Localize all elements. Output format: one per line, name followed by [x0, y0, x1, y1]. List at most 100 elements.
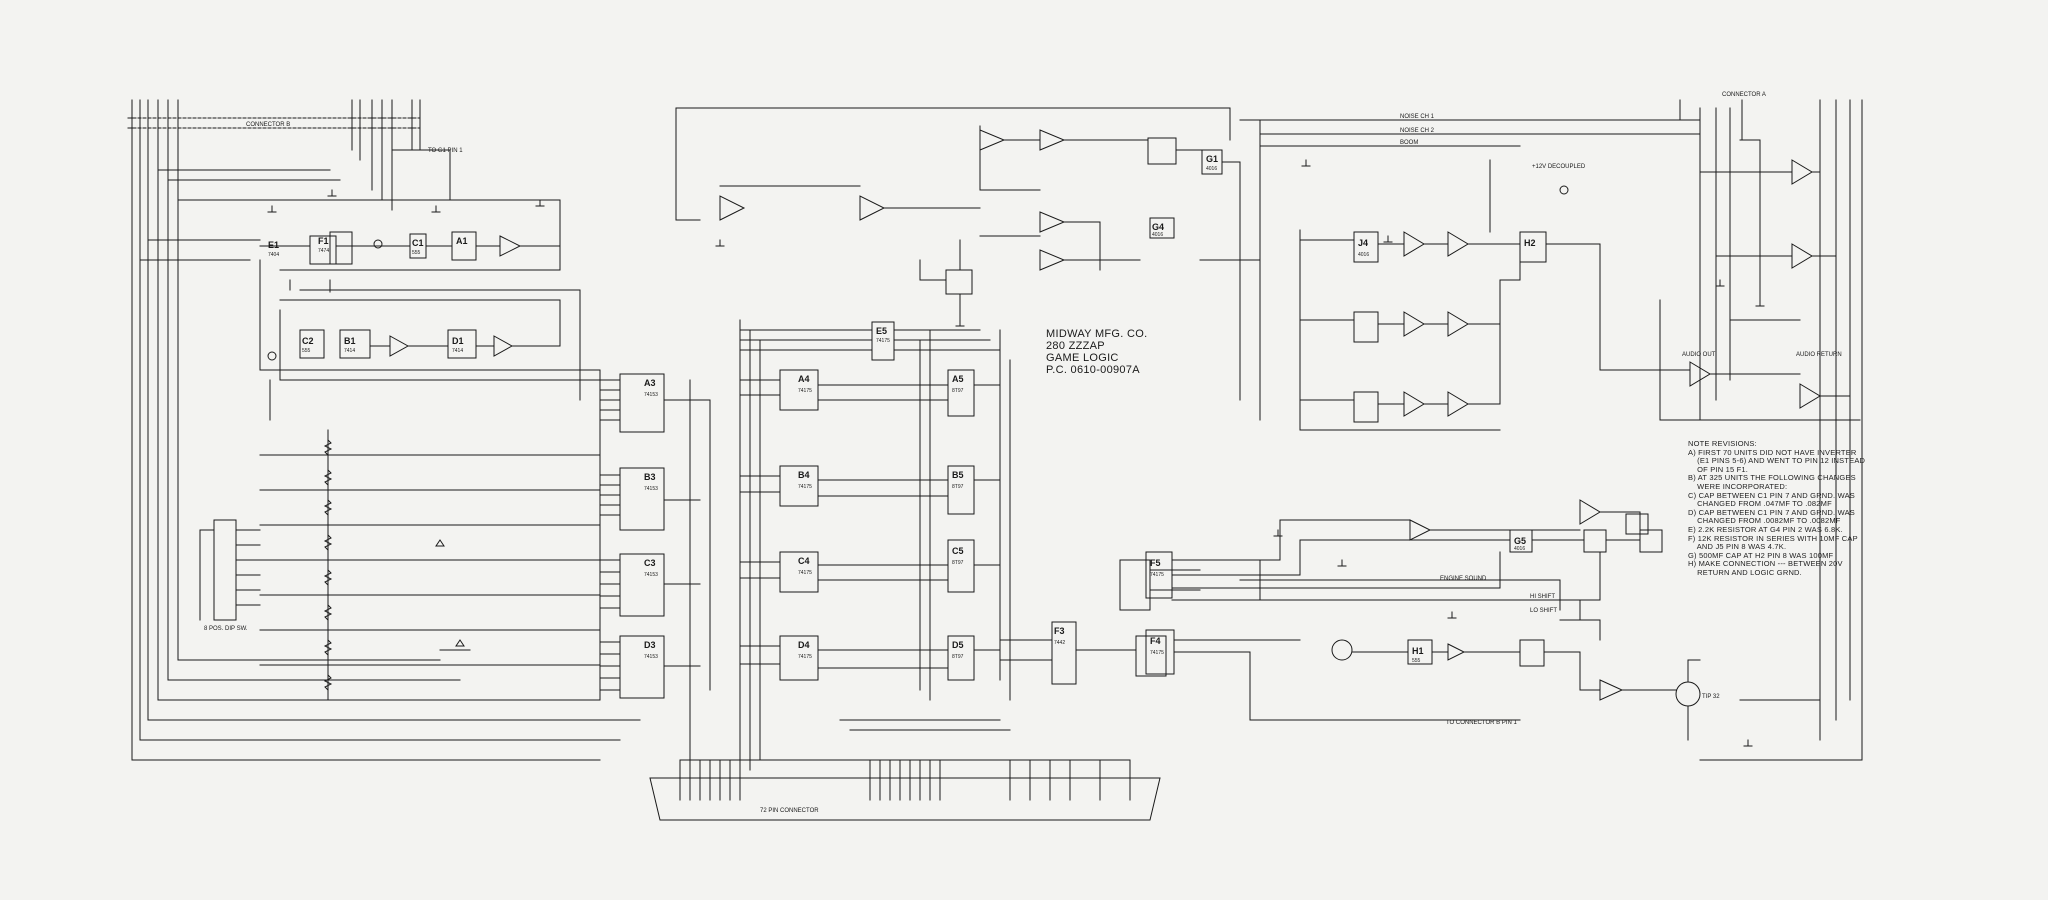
revision-notes: NOTE REVISIONS: A) FIRST 70 UNITS DID NO… — [1688, 439, 1898, 578]
svg-text:74175: 74175 — [798, 388, 812, 394]
chip-A1: A1 — [456, 236, 468, 246]
chip-labels: E1 F1 C1 A1 C2 B1 D1 A3 B3 C3 D3 E5 A4 A… — [268, 154, 1536, 656]
svg-text:74175: 74175 — [798, 654, 812, 660]
svg-text:555: 555 — [302, 348, 311, 354]
chip-D4: D4 — [798, 640, 810, 650]
chip-D1: D1 — [452, 336, 464, 346]
svg-text:74175: 74175 — [1150, 650, 1164, 656]
audio-return-label: AUDIO RETURN — [1796, 352, 1842, 358]
resistor-ladder — [199, 429, 601, 701]
note-line: B) AT 325 UNITS THE FOLLOWING CHANGES — [1688, 473, 1856, 483]
svg-text:74153: 74153 — [644, 486, 658, 492]
note-line: H) MAKE CONNECTION --- BETWEEN 20V — [1688, 559, 1843, 569]
latch-driver-block — [739, 319, 1011, 781]
svg-text:8T97: 8T97 — [952, 388, 964, 394]
svg-text:8T97: 8T97 — [952, 484, 964, 490]
connector-b-label: CONNECTOR B — [246, 122, 290, 128]
svg-text:74175: 74175 — [1150, 572, 1164, 578]
chip-A5: A5 — [952, 374, 964, 384]
connector-b-header — [127, 99, 451, 761]
chip-F3: F3 — [1054, 626, 1065, 636]
note-line: A) FIRST 70 UNITS DID NOT HAVE INVERTER — [1688, 447, 1857, 457]
tip32-label: TIP 32 — [1702, 694, 1720, 700]
svg-text:4016: 4016 — [1358, 252, 1369, 258]
signal-labels: CONNECTOR B TO G1 PIN 1 72 PIN CONNECTOR… — [204, 92, 1842, 814]
svg-text:74153: 74153 — [644, 654, 658, 660]
title-part-number: P.C. 0610-00907A — [1046, 364, 1140, 376]
chip-B3: B3 — [644, 472, 656, 482]
hi-shift-label: HI SHIFT — [1530, 594, 1555, 600]
dip-switch-label: 8 POS. DIP SW. — [204, 626, 248, 632]
svg-text:7414: 7414 — [452, 348, 463, 354]
lo-shift-label: LO SHIFT — [1530, 608, 1557, 614]
filter-bank — [1239, 119, 1701, 431]
notes-heading: NOTE REVISIONS: — [1688, 439, 1757, 448]
note-line: CHANGED FROM .0082MF TO .0082MF — [1688, 516, 1841, 526]
chip-F4: F4 — [1150, 636, 1161, 646]
chip-E5: E5 — [876, 326, 887, 336]
decoupled-label: +12V DECOUPLED — [1532, 164, 1586, 170]
engine-sound-label: ENGINE SOUND — [1440, 576, 1487, 582]
output-stage — [1173, 619, 1821, 741]
title-block: MIDWAY MFG. CO. 280 ZZZAP GAME LOGIC P.C… — [1046, 328, 1147, 376]
svg-text:7474: 7474 — [318, 248, 329, 254]
svg-text:74175: 74175 — [798, 570, 812, 576]
svg-text:8T97: 8T97 — [952, 654, 964, 660]
chip-C2: C2 — [302, 336, 314, 346]
note-line: F) 12K RESISTOR IN SERIES WITH 10MF CAP — [1688, 533, 1858, 543]
timing-section — [259, 149, 601, 421]
chip-G4: G4 — [1152, 222, 1164, 232]
title-company: MIDWAY MFG. CO. — [1046, 328, 1148, 340]
chip-B4: B4 — [798, 470, 810, 480]
to-g1-label: TO G1 PIN 1 — [428, 148, 463, 154]
note-line: D) CAP BETWEEN C1 PIN 7 AND GRND. WAS — [1688, 507, 1856, 517]
boom-label: BOOM — [1400, 140, 1418, 146]
chip-type-labels: 7404 7474 555 555 7414 7414 74153 74153 … — [268, 166, 1525, 664]
chip-E1: E1 — [268, 240, 279, 250]
chip-C4: C4 — [798, 556, 810, 566]
svg-text:8T97: 8T97 — [952, 560, 964, 566]
note-line: OF PIN 15 F1. — [1688, 464, 1749, 474]
title-product: 280 ZZZAP — [1046, 340, 1105, 352]
note-line: C) CAP BETWEEN C1 PIN 7 AND GRND. WAS — [1688, 490, 1856, 500]
note-line: (E1 PINS 5-6) AND WENT TO PIN 12 INSTEAD — [1688, 456, 1866, 466]
svg-text:555: 555 — [412, 250, 421, 256]
svg-text:74153: 74153 — [644, 392, 658, 398]
chip-D3: D3 — [644, 640, 656, 650]
note-line: WERE INCORPORATED: — [1688, 481, 1788, 491]
note-line: CHANGED FROM .047MF TO .082MF — [1688, 499, 1832, 509]
title-board: GAME LOGIC — [1046, 352, 1119, 364]
note-line: G) 500MF CAP AT H2 PIN 8 WAS 100MF — [1688, 550, 1834, 560]
connector-a-label: CONNECTOR A — [1722, 92, 1766, 98]
chip-C3: C3 — [644, 558, 656, 568]
engine-sound-section — [1145, 499, 1663, 675]
chip-H1: H1 — [1412, 646, 1424, 656]
svg-text:4016: 4016 — [1152, 232, 1163, 238]
svg-text:4016: 4016 — [1514, 546, 1525, 552]
svg-text:74175: 74175 — [798, 484, 812, 490]
noise-ch1-label: NOISE CH 1 — [1400, 114, 1435, 120]
chip-B1: B1 — [344, 336, 356, 346]
svg-text:555: 555 — [1412, 658, 1421, 664]
note-line: RETURN AND LOGIC GRND. — [1688, 567, 1802, 577]
chip-A3: A3 — [644, 378, 656, 388]
to-connector-b-label: TO CONNECTOR B PIN 1 — [1446, 720, 1517, 726]
noise-generator — [675, 107, 1261, 421]
svg-text:7404: 7404 — [268, 252, 279, 258]
svg-text:7414: 7414 — [344, 348, 355, 354]
chip-D5: D5 — [952, 640, 964, 650]
chip-H2: H2 — [1524, 238, 1536, 248]
audio-out-label: AUDIO OUT — [1682, 352, 1716, 358]
chip-J4: J4 — [1358, 238, 1368, 248]
audio-output-section — [1599, 99, 1863, 761]
noise-ch2-label: NOISE CH 2 — [1400, 128, 1435, 134]
decoder-and-connector — [649, 559, 1201, 821]
chip-A4: A4 — [798, 374, 810, 384]
chip-F1: F1 — [318, 236, 329, 246]
mux-chips — [599, 369, 711, 781]
note-line: E) 2.2K RESISTOR AT G4 PIN 2 WAS 6.8K. — [1688, 524, 1843, 534]
chip-G5: G5 — [1514, 536, 1526, 546]
svg-text:74153: 74153 — [644, 572, 658, 578]
